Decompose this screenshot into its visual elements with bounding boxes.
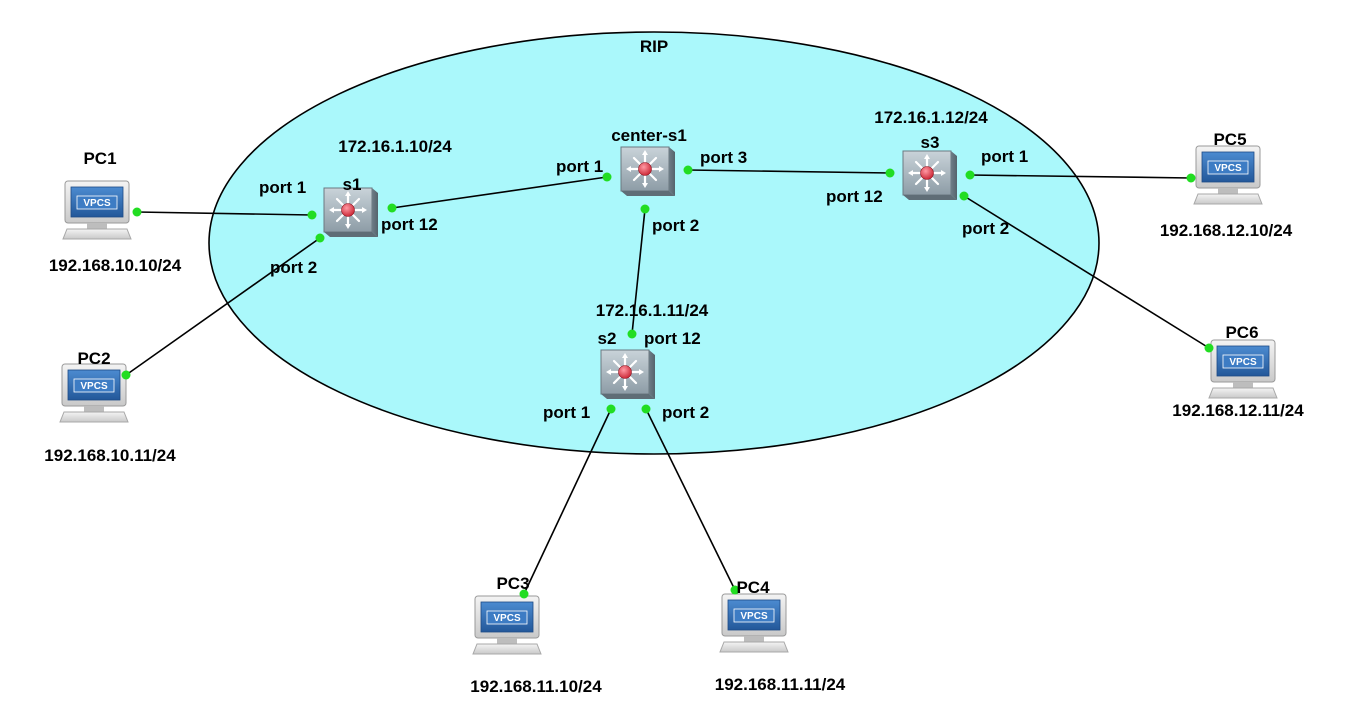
port-dot[interactable] <box>885 168 895 178</box>
switch-name-s1: s1 <box>343 175 362 194</box>
port-dot[interactable] <box>730 585 740 595</box>
port-label-s2-port1: port 1 <box>543 403 590 422</box>
port-dot[interactable] <box>307 210 317 220</box>
switch-ip-s3: 172.16.1.12/24 <box>874 108 988 127</box>
vpcs-badge: VPCS <box>83 198 111 209</box>
switch-name-s3: s3 <box>921 133 940 152</box>
pc-ip-pc6: 192.168.12.11/24 <box>1172 401 1304 420</box>
vpcs-computer-icon <box>62 180 132 240</box>
port-dot[interactable] <box>965 170 975 180</box>
switch-center-s1[interactable] <box>619 145 677 198</box>
switch-s2[interactable] <box>599 348 657 401</box>
link-s2-pc4 <box>645 408 736 591</box>
port-label-center-port1: port 1 <box>556 157 603 176</box>
pc-name-pc3: PC3 <box>496 574 529 593</box>
vpcs-computer-icon <box>59 363 129 423</box>
port-label-s3-port2: port 2 <box>962 219 1009 238</box>
pc-ip-pc1: 192.168.10.10/24 <box>49 256 182 275</box>
pc-pc1[interactable]: VPCS <box>62 180 132 240</box>
multilayer-switch-icon <box>599 348 657 401</box>
port-dot[interactable] <box>519 589 529 599</box>
port-label-center-port3: port 3 <box>700 148 747 167</box>
multilayer-switch-icon <box>322 186 380 239</box>
link-pc2-s1 <box>125 237 321 376</box>
multilayer-switch-icon <box>619 145 677 198</box>
port-dot[interactable] <box>121 370 131 380</box>
pc-ip-pc4: 192.168.11.11/24 <box>715 675 846 694</box>
pc-name-pc1: PC1 <box>83 149 116 168</box>
port-dot[interactable] <box>641 404 651 414</box>
pc-pc6[interactable]: VPCS <box>1208 339 1278 399</box>
switch-name-center-s1: center-s1 <box>611 126 687 145</box>
port-label-s2-port12: port 12 <box>644 329 701 348</box>
switch-s3[interactable] <box>901 149 959 202</box>
switch-ip-s2: 172.16.1.11/24 <box>596 301 709 320</box>
port-dot[interactable] <box>627 329 637 339</box>
pc-name-pc6: PC6 <box>1225 323 1258 342</box>
port-dot[interactable] <box>640 204 650 214</box>
vpcs-badge: VPCS <box>1229 357 1257 368</box>
port-dot[interactable] <box>959 191 969 201</box>
pc-pc5[interactable]: VPCS <box>1193 145 1263 205</box>
port-dot[interactable] <box>683 165 693 175</box>
link-s1-center <box>391 176 608 209</box>
pc-ip-pc3: 192.168.11.10/24 <box>470 677 602 696</box>
port-label-s2-port2: port 2 <box>662 403 709 422</box>
link-pc1-s1 <box>136 211 313 216</box>
link-center-s3 <box>687 169 891 174</box>
vpcs-computer-icon <box>719 593 789 653</box>
port-dot[interactable] <box>1186 173 1196 183</box>
port-label-s3-port12: port 12 <box>826 187 883 206</box>
port-dot[interactable] <box>387 203 397 213</box>
link-s3-pc5 <box>969 174 1192 179</box>
vpcs-badge: VPCS <box>493 613 521 624</box>
port-label-s1-port1: port 1 <box>259 178 306 197</box>
vpcs-badge: VPCS <box>740 611 768 622</box>
pc-ip-pc5: 192.168.12.10/24 <box>1160 221 1293 240</box>
pc-pc2[interactable]: VPCS <box>59 363 129 423</box>
link-s2-pc3 <box>523 408 612 595</box>
port-label-s1-port2: port 2 <box>270 258 317 277</box>
port-dot[interactable] <box>606 404 616 414</box>
vpcs-badge: VPCS <box>1214 163 1242 174</box>
link-center-s2 <box>631 208 646 335</box>
port-dot[interactable] <box>602 172 612 182</box>
switch-s1[interactable] <box>322 186 380 239</box>
pc-name-pc5: PC5 <box>1213 130 1246 149</box>
port-label-center-port2: port 2 <box>652 216 699 235</box>
pc-name-pc4: PC4 <box>736 578 770 597</box>
port-label-s3-port1: port 1 <box>981 147 1028 166</box>
port-dot[interactable] <box>1204 343 1214 353</box>
multilayer-switch-icon <box>901 149 959 202</box>
port-label-s1-port12: port 12 <box>381 215 438 234</box>
pc-name-pc2: PC2 <box>77 349 110 368</box>
rip-area-label: RIP <box>640 37 668 56</box>
port-dot[interactable] <box>315 233 325 243</box>
vpcs-computer-icon <box>472 595 542 655</box>
port-dot[interactable] <box>132 207 142 217</box>
link-s3-pc6 <box>963 195 1210 349</box>
rip-area <box>208 31 1100 455</box>
switch-ip-s1: 172.16.1.10/24 <box>338 137 452 156</box>
vpcs-badge: VPCS <box>80 381 108 392</box>
switch-name-s2: s2 <box>598 329 617 348</box>
vpcs-computer-icon <box>1208 339 1278 399</box>
pc-pc4[interactable]: VPCS <box>719 593 789 653</box>
pc-pc3[interactable]: VPCS <box>472 595 542 655</box>
pc-ip-pc2: 192.168.10.11/24 <box>44 446 176 465</box>
vpcs-computer-icon <box>1193 145 1263 205</box>
